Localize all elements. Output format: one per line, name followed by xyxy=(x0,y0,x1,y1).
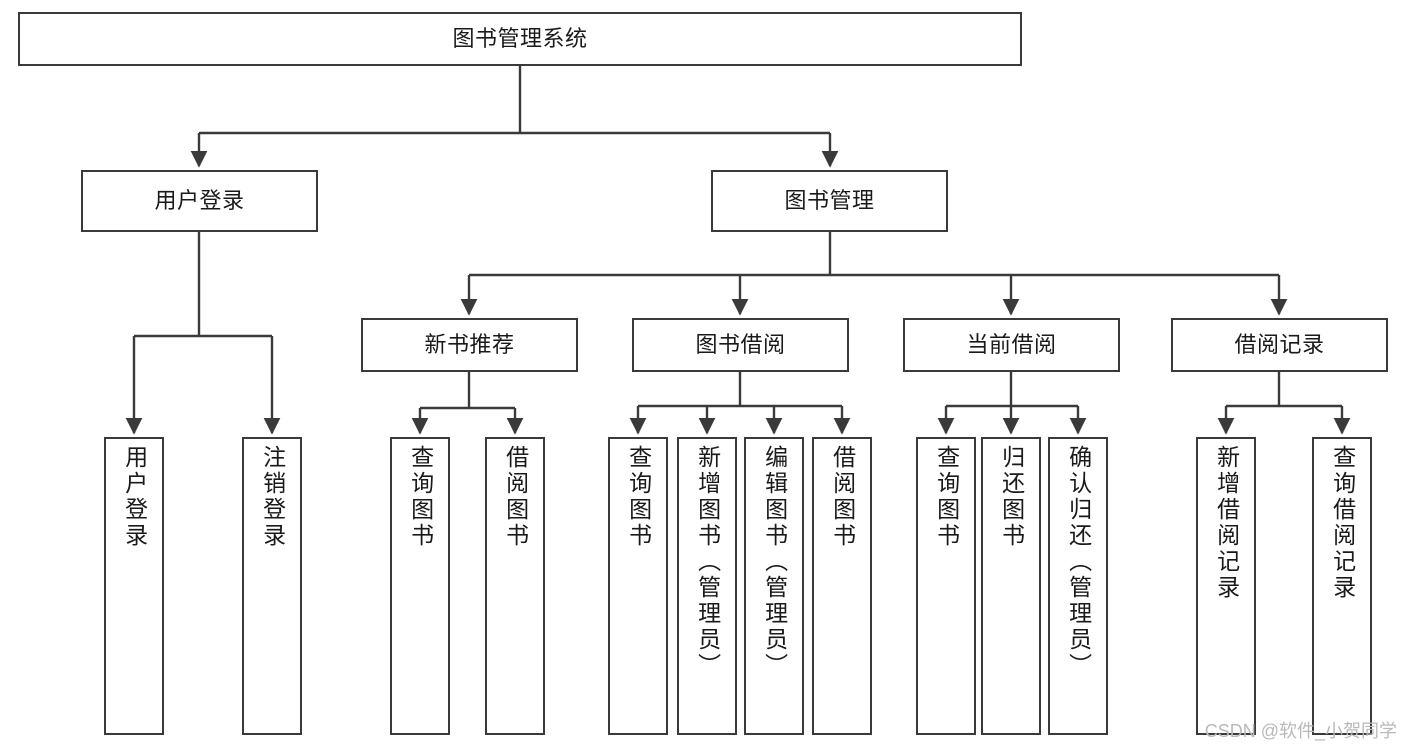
node-leaf-query-record[interactable]: 查询借阅记录 xyxy=(1312,437,1372,735)
node-borrow-record[interactable]: 借阅记录 xyxy=(1171,318,1388,372)
node-book-borrow-label: 图书借阅 xyxy=(695,332,786,358)
node-leaf-query-book-1-label: 查询图书 xyxy=(407,445,434,549)
node-leaf-add-record-label: 新增借阅记录 xyxy=(1213,445,1240,601)
node-book-borrow[interactable]: 图书借阅 xyxy=(632,318,849,372)
node-borrow-record-label: 借阅记录 xyxy=(1234,332,1325,358)
node-leaf-confirm-return[interactable]: 确认归还（管理员） xyxy=(1048,437,1108,735)
node-user-login-label: 用户登录 xyxy=(154,188,245,214)
node-current-borrow-label: 当前借阅 xyxy=(966,332,1057,358)
node-leaf-confirm-return-label: 确认归还（管理员） xyxy=(1065,445,1092,679)
node-leaf-query-book-3-label: 查询图书 xyxy=(933,445,960,549)
node-new-book-rec[interactable]: 新书推荐 xyxy=(361,318,578,372)
node-leaf-query-book-2[interactable]: 查询图书 xyxy=(608,437,668,735)
node-leaf-return-book[interactable]: 归还图书 xyxy=(981,437,1041,735)
node-leaf-borrow-book-1-label: 借阅图书 xyxy=(502,445,529,549)
node-leaf-query-record-label: 查询借阅记录 xyxy=(1329,445,1356,601)
node-leaf-borrow-book-2-label: 借阅图书 xyxy=(829,445,856,549)
node-leaf-add-book-label: 新增图书（管理员） xyxy=(694,445,721,679)
node-book-manage-label: 图书管理 xyxy=(784,188,875,214)
node-leaf-logout[interactable]: 注销登录 xyxy=(242,437,302,735)
node-current-borrow[interactable]: 当前借阅 xyxy=(903,318,1120,372)
node-leaf-borrow-book-1[interactable]: 借阅图书 xyxy=(485,437,545,735)
node-leaf-return-book-label: 归还图书 xyxy=(998,445,1025,549)
node-root[interactable]: 图书管理系统 xyxy=(18,12,1022,66)
node-leaf-borrow-book-2[interactable]: 借阅图书 xyxy=(812,437,872,735)
node-leaf-logout-label: 注销登录 xyxy=(259,445,286,549)
node-leaf-edit-book[interactable]: 编辑图书（管理员） xyxy=(744,437,804,735)
node-book-manage[interactable]: 图书管理 xyxy=(711,170,948,232)
node-leaf-query-book-3[interactable]: 查询图书 xyxy=(916,437,976,735)
node-leaf-query-book-2-label: 查询图书 xyxy=(625,445,652,549)
node-user-login[interactable]: 用户登录 xyxy=(81,170,318,232)
node-new-book-rec-label: 新书推荐 xyxy=(424,332,515,358)
node-root-label: 图书管理系统 xyxy=(452,26,588,52)
node-leaf-user-login[interactable]: 用户登录 xyxy=(104,437,164,735)
node-leaf-add-book[interactable]: 新增图书（管理员） xyxy=(677,437,737,735)
node-leaf-add-record[interactable]: 新增借阅记录 xyxy=(1196,437,1256,735)
node-leaf-user-login-label: 用户登录 xyxy=(121,445,148,549)
node-leaf-edit-book-label: 编辑图书（管理员） xyxy=(761,445,788,679)
node-leaf-query-book-1[interactable]: 查询图书 xyxy=(390,437,450,735)
